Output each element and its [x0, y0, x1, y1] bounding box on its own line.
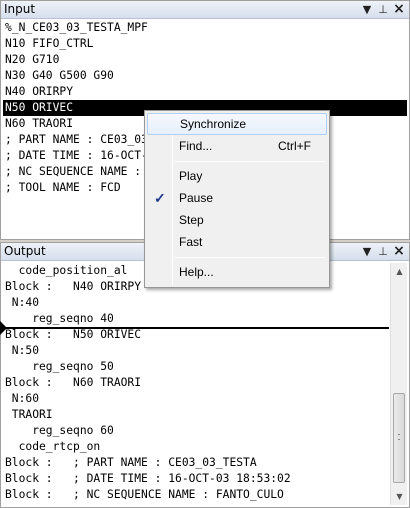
- current-position-arrow-icon: [0, 321, 7, 335]
- output-code-view[interactable]: code_position_al Block : N40 ORIRPY N:40…: [3, 263, 389, 505]
- code-line[interactable]: N30 G40 G500 G90: [5, 69, 114, 82]
- output-line: Block : N60 TRAORI: [5, 376, 142, 389]
- scroll-up-icon[interactable]: ▲: [396, 267, 403, 276]
- code-line[interactable]: N20 G710: [5, 53, 60, 66]
- output-title: Output: [4, 244, 46, 258]
- output-line: Block : N40 ORIRPY: [5, 280, 142, 293]
- output-line: TRAORI: [5, 408, 53, 421]
- code-line[interactable]: N10 FIFO_CTRL: [5, 37, 94, 50]
- close-icon[interactable]: ×: [393, 1, 405, 17]
- dropdown-icon[interactable]: ▼: [362, 3, 372, 16]
- menu-item-play[interactable]: Play: [179, 169, 203, 183]
- menu-item-find[interactable]: Find... Ctrl+F: [147, 135, 327, 157]
- output-line: Block : ; PART NAME : CE03_03_TESTA: [5, 456, 257, 469]
- output-panel: Output ▼ ⊥ × code_position_al Block : N4…: [0, 242, 410, 508]
- menu-shortcut: Ctrl+F: [278, 139, 311, 153]
- menu-item-help[interactable]: Help...: [179, 265, 214, 279]
- menu-item-synchronize[interactable]: Synchronize: [147, 113, 327, 135]
- output-line: Block : ; DATE TIME : 16-OCT-03 18:53:02: [5, 472, 291, 485]
- scroll-down-icon[interactable]: ▼: [396, 492, 403, 501]
- code-line[interactable]: %_N_CE03_03_TESTA_MPF: [5, 21, 148, 34]
- output-line: Block : ; NC SEQUENCE NAME : FANTO_CULO: [5, 488, 284, 501]
- pin-icon[interactable]: ⊥: [378, 3, 388, 16]
- checkmark-icon: ✓: [154, 190, 166, 206]
- output-line: reg_seqno 60: [5, 424, 114, 437]
- input-title: Input: [4, 2, 36, 16]
- output-line: N:60: [5, 392, 40, 405]
- output-line: Block : N50 ORIVEC: [5, 328, 142, 341]
- output-line: reg_seqno 40: [5, 312, 114, 325]
- dropdown-icon[interactable]: ▼: [362, 245, 372, 258]
- menu-separator: [175, 161, 326, 162]
- output-line: N:40: [5, 296, 40, 309]
- menu-item-fast[interactable]: Fast: [179, 235, 203, 249]
- context-menu: Synchronize Find... Ctrl+F Play ✓ Pause …: [144, 110, 330, 288]
- output-line: reg_seqno 50: [5, 360, 114, 373]
- input-titlebar: Input ▼ ⊥ ×: [1, 1, 409, 19]
- menu-item-pause[interactable]: ✓ Pause: [147, 187, 327, 209]
- menu-separator: [175, 257, 326, 258]
- close-icon[interactable]: ×: [393, 243, 405, 259]
- output-line: code_rtcp_on: [5, 440, 101, 453]
- output-scrollbar[interactable]: ▲ ▼: [390, 263, 407, 505]
- code-line[interactable]: N60 TRAORI: [5, 117, 74, 130]
- output-line: code_position_al: [5, 264, 128, 277]
- current-position-line: [1, 327, 389, 329]
- scrollbar-thumb[interactable]: [393, 393, 405, 483]
- pin-icon[interactable]: ⊥: [378, 245, 388, 258]
- code-line[interactable]: ; TOOL NAME : FCD: [5, 181, 121, 194]
- output-line: N:50: [5, 344, 40, 357]
- menu-item-step[interactable]: Step: [179, 213, 204, 227]
- code-line[interactable]: N40 ORIRPY: [5, 85, 74, 98]
